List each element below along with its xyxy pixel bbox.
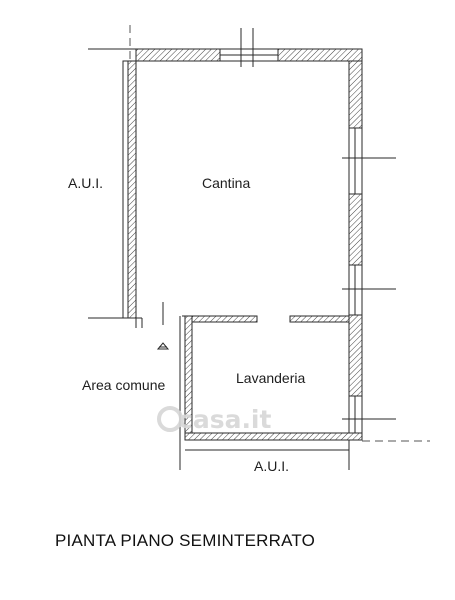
label-aui-bottom: A.U.I. [254,458,289,474]
label-aui-left: A.U.I. [68,175,103,191]
partition-wall [162,302,350,470]
plan-title: PIANTA PIANO SEMINTERRATO [55,531,315,550]
label-cantina: Cantina [202,175,250,191]
watermark-text: casa.it [178,405,272,434]
label-area-comune: Area comune [82,377,165,393]
bottom-wall [184,432,363,470]
top-wall [88,28,363,67]
level-marker-icon [156,342,170,350]
right-wall [342,60,430,442]
left-wall [88,25,143,328]
watermark-logo: casa.it [157,405,272,434]
label-lavanderia: Lavanderia [236,370,305,386]
